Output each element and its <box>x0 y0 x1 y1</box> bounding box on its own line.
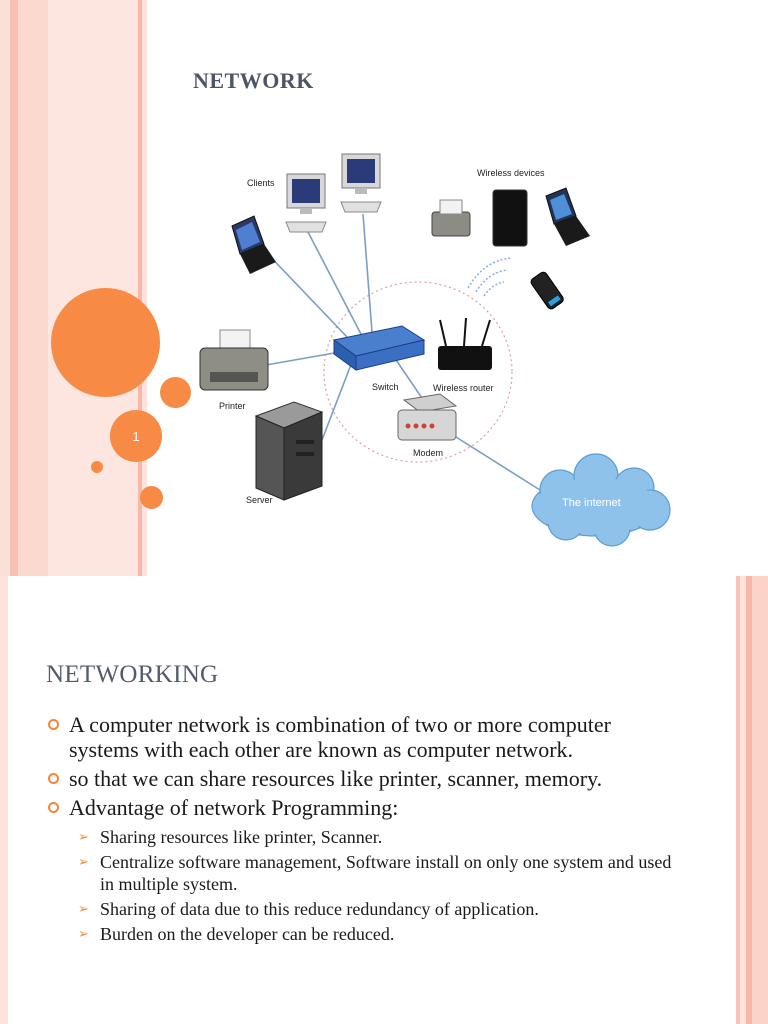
sub-bullet-item: ➢Sharing of data due to this reduce redu… <box>78 899 539 919</box>
label-internet: The internet <box>562 497 621 509</box>
wireless-range-ring <box>323 281 513 463</box>
decor-stripe <box>0 576 8 1024</box>
laptop-icon <box>545 187 590 246</box>
label-printer: Printer <box>219 401 246 411</box>
decor-stripe <box>752 576 768 1024</box>
label-wireless-router: Wireless router <box>433 383 494 393</box>
desktop-computer-icon <box>340 153 382 213</box>
bullet-circle-icon <box>48 719 59 730</box>
network-switch-icon <box>332 325 426 371</box>
bullet-item: so that we can share resources like prin… <box>46 766 686 791</box>
arrow-bullet-icon: ➢ <box>78 854 89 869</box>
arrow-bullet-icon: ➢ <box>78 829 89 844</box>
slide-1: 1 NETWORK <box>0 0 671 576</box>
decor-circle <box>160 377 191 408</box>
network-diagram: Clients Wireless devices <box>199 153 671 547</box>
decor-stripe <box>736 576 740 1024</box>
sub-bullet-item: ➢Centralize software management, Softwar… <box>78 852 672 894</box>
page-number-circle <box>110 410 162 462</box>
arrow-bullet-icon: ➢ <box>78 926 89 941</box>
sub-bullet-item: ➢Burden on the developer can be reduced. <box>78 924 395 944</box>
connection-lines <box>261 213 541 491</box>
printer-icon <box>199 329 269 391</box>
decor-stripe <box>740 576 746 1024</box>
bullet-circle-icon <box>48 802 59 813</box>
bullet-list: A computer network is combination of two… <box>46 712 686 948</box>
decor-stripe <box>48 0 138 576</box>
wifi-signal-icon <box>467 257 513 297</box>
bullet-item: A computer network is combination of two… <box>46 712 686 762</box>
slide-title: NETWORKING <box>46 661 219 688</box>
page-number: 1 <box>132 428 140 444</box>
desktop-computer-icon <box>285 173 327 233</box>
bullet-circle-icon <box>48 773 59 784</box>
modem-icon <box>397 393 458 441</box>
laptop-icon <box>231 215 276 274</box>
label-switch: Switch <box>372 382 399 392</box>
slide-title: NETWORK <box>193 68 314 93</box>
label-clients: Clients <box>247 178 275 188</box>
bullet-item: Advantage of network Programming: <box>46 795 686 820</box>
decor-circle <box>91 461 103 473</box>
decor-stripe <box>10 0 18 576</box>
decor-stripe <box>746 576 752 1024</box>
phone-icon <box>530 271 564 310</box>
slide-2: NETWORKING A computer network is combina… <box>0 576 768 1024</box>
wireless-router-icon <box>438 317 492 370</box>
label-modem: Modem <box>413 448 443 458</box>
decor-circle <box>51 288 160 397</box>
decor-stripe <box>138 0 142 576</box>
decor-stripe <box>142 0 147 576</box>
decor-stripe <box>0 0 10 576</box>
sub-bullet-item: ➢Sharing resources like printer, Scanner… <box>78 827 383 847</box>
wireless-printer-icon <box>431 199 471 237</box>
tablet-icon <box>492 189 528 247</box>
server-icon <box>254 401 324 501</box>
arrow-bullet-icon: ➢ <box>78 901 89 916</box>
decor-stripe <box>18 0 48 576</box>
label-server: Server <box>246 495 273 505</box>
decor-circle <box>140 486 163 509</box>
label-wireless-devices: Wireless devices <box>477 168 545 178</box>
